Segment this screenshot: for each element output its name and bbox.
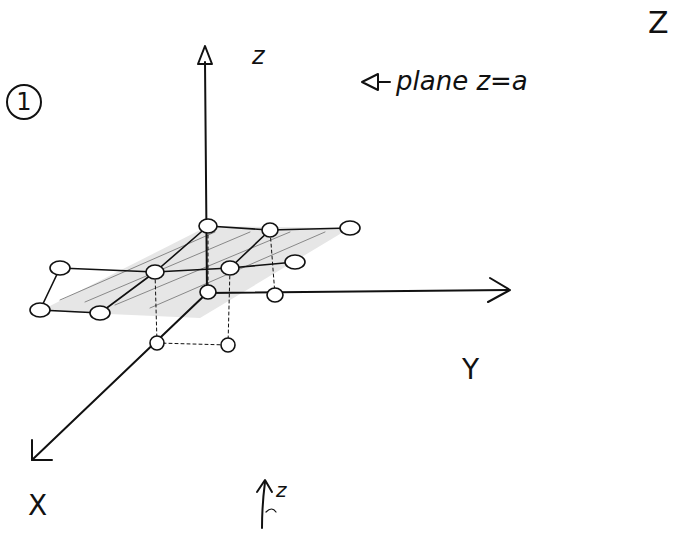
- small-z-arrow: [262, 482, 265, 528]
- y-axis: [207, 290, 508, 293]
- z-arrowhead: [198, 46, 212, 64]
- x-axis: [32, 293, 207, 460]
- drop-lines: [155, 226, 275, 345]
- axis-label: X: [28, 492, 47, 520]
- callout-circle: 1: [5, 83, 43, 121]
- pointer-line: [378, 81, 390, 83]
- small-z-arrowhead: [257, 480, 272, 492]
- grid-points: [30, 219, 360, 352]
- axis-label: Z: [648, 8, 669, 38]
- squiggle: [266, 509, 276, 512]
- axis-label: z: [276, 480, 287, 500]
- plane-hatch: [60, 232, 325, 308]
- axis-label: plane z=a: [396, 68, 528, 94]
- y-arrowhead: [488, 278, 510, 302]
- plane-grid: [40, 226, 350, 313]
- axis-label: z: [252, 44, 265, 68]
- axis-label: Y: [462, 356, 479, 384]
- z-axis: [205, 62, 207, 293]
- callout-number: 1: [5, 90, 43, 114]
- pointer-arrowhead: [362, 74, 378, 90]
- x-arrowhead: [32, 440, 52, 460]
